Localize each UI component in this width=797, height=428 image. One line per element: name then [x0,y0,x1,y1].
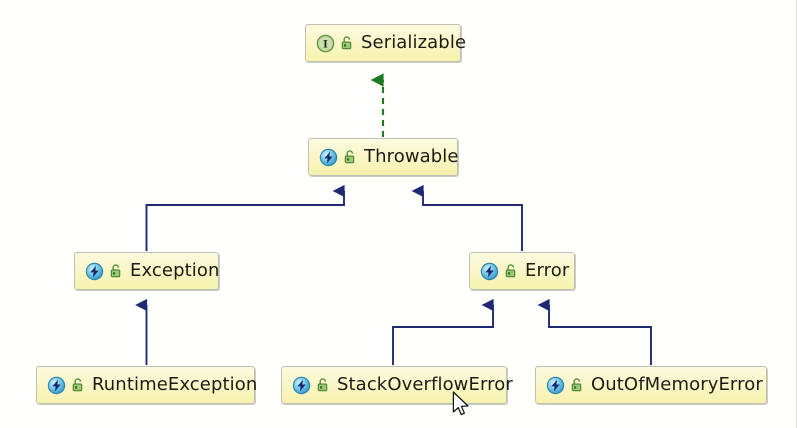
public-lock-icon [344,150,355,164]
node-label: StackOverflowError [337,374,513,395]
node-runtimeexception[interactable]: RuntimeException [36,366,258,404]
public-lock-icon [571,378,582,392]
public-lock-icon [317,378,328,392]
class-icon [319,148,338,166]
node-throwable[interactable]: Throwable [308,138,458,176]
node-outofmemoryerror[interactable]: OutOfMemoryError [535,366,767,404]
node-label: OutOfMemoryError [591,374,763,395]
node-exception[interactable]: Exception [74,252,219,290]
node-label: Error [525,260,570,281]
public-lock-icon [72,378,83,392]
class-icon [85,262,104,280]
node-label: RuntimeException [92,374,258,395]
node-icons [47,376,85,395]
node-label: Throwable [364,146,459,167]
edge-stackoverflowerror-extends-error [392,298,494,365]
svg-text:I: I [323,39,328,50]
edge-exception-extends-throwable [145,184,345,251]
node-error[interactable]: Error [469,252,575,290]
node-icons: I [316,34,354,53]
node-stackoverflowerror[interactable]: StackOverflowError [281,366,513,404]
node-icons [480,262,518,281]
public-lock-icon [341,36,352,50]
node-serializable[interactable]: I Serializable [305,24,466,62]
class-icon [480,262,499,280]
class-icon [292,376,311,394]
edge-outofmemoryerror-extends-error [537,298,652,365]
class-icon [47,376,66,394]
interface-icon: I [316,34,335,52]
node-label: Serializable [361,32,467,53]
class-icon [546,376,565,394]
node-icons [85,262,123,281]
node-icons [546,376,584,395]
node-icons [292,376,330,395]
edge-error-extends-throwable [411,184,523,251]
public-lock-icon [110,264,121,278]
node-icons [319,148,357,167]
public-lock-icon [505,264,516,278]
node-label: Exception [130,260,220,281]
